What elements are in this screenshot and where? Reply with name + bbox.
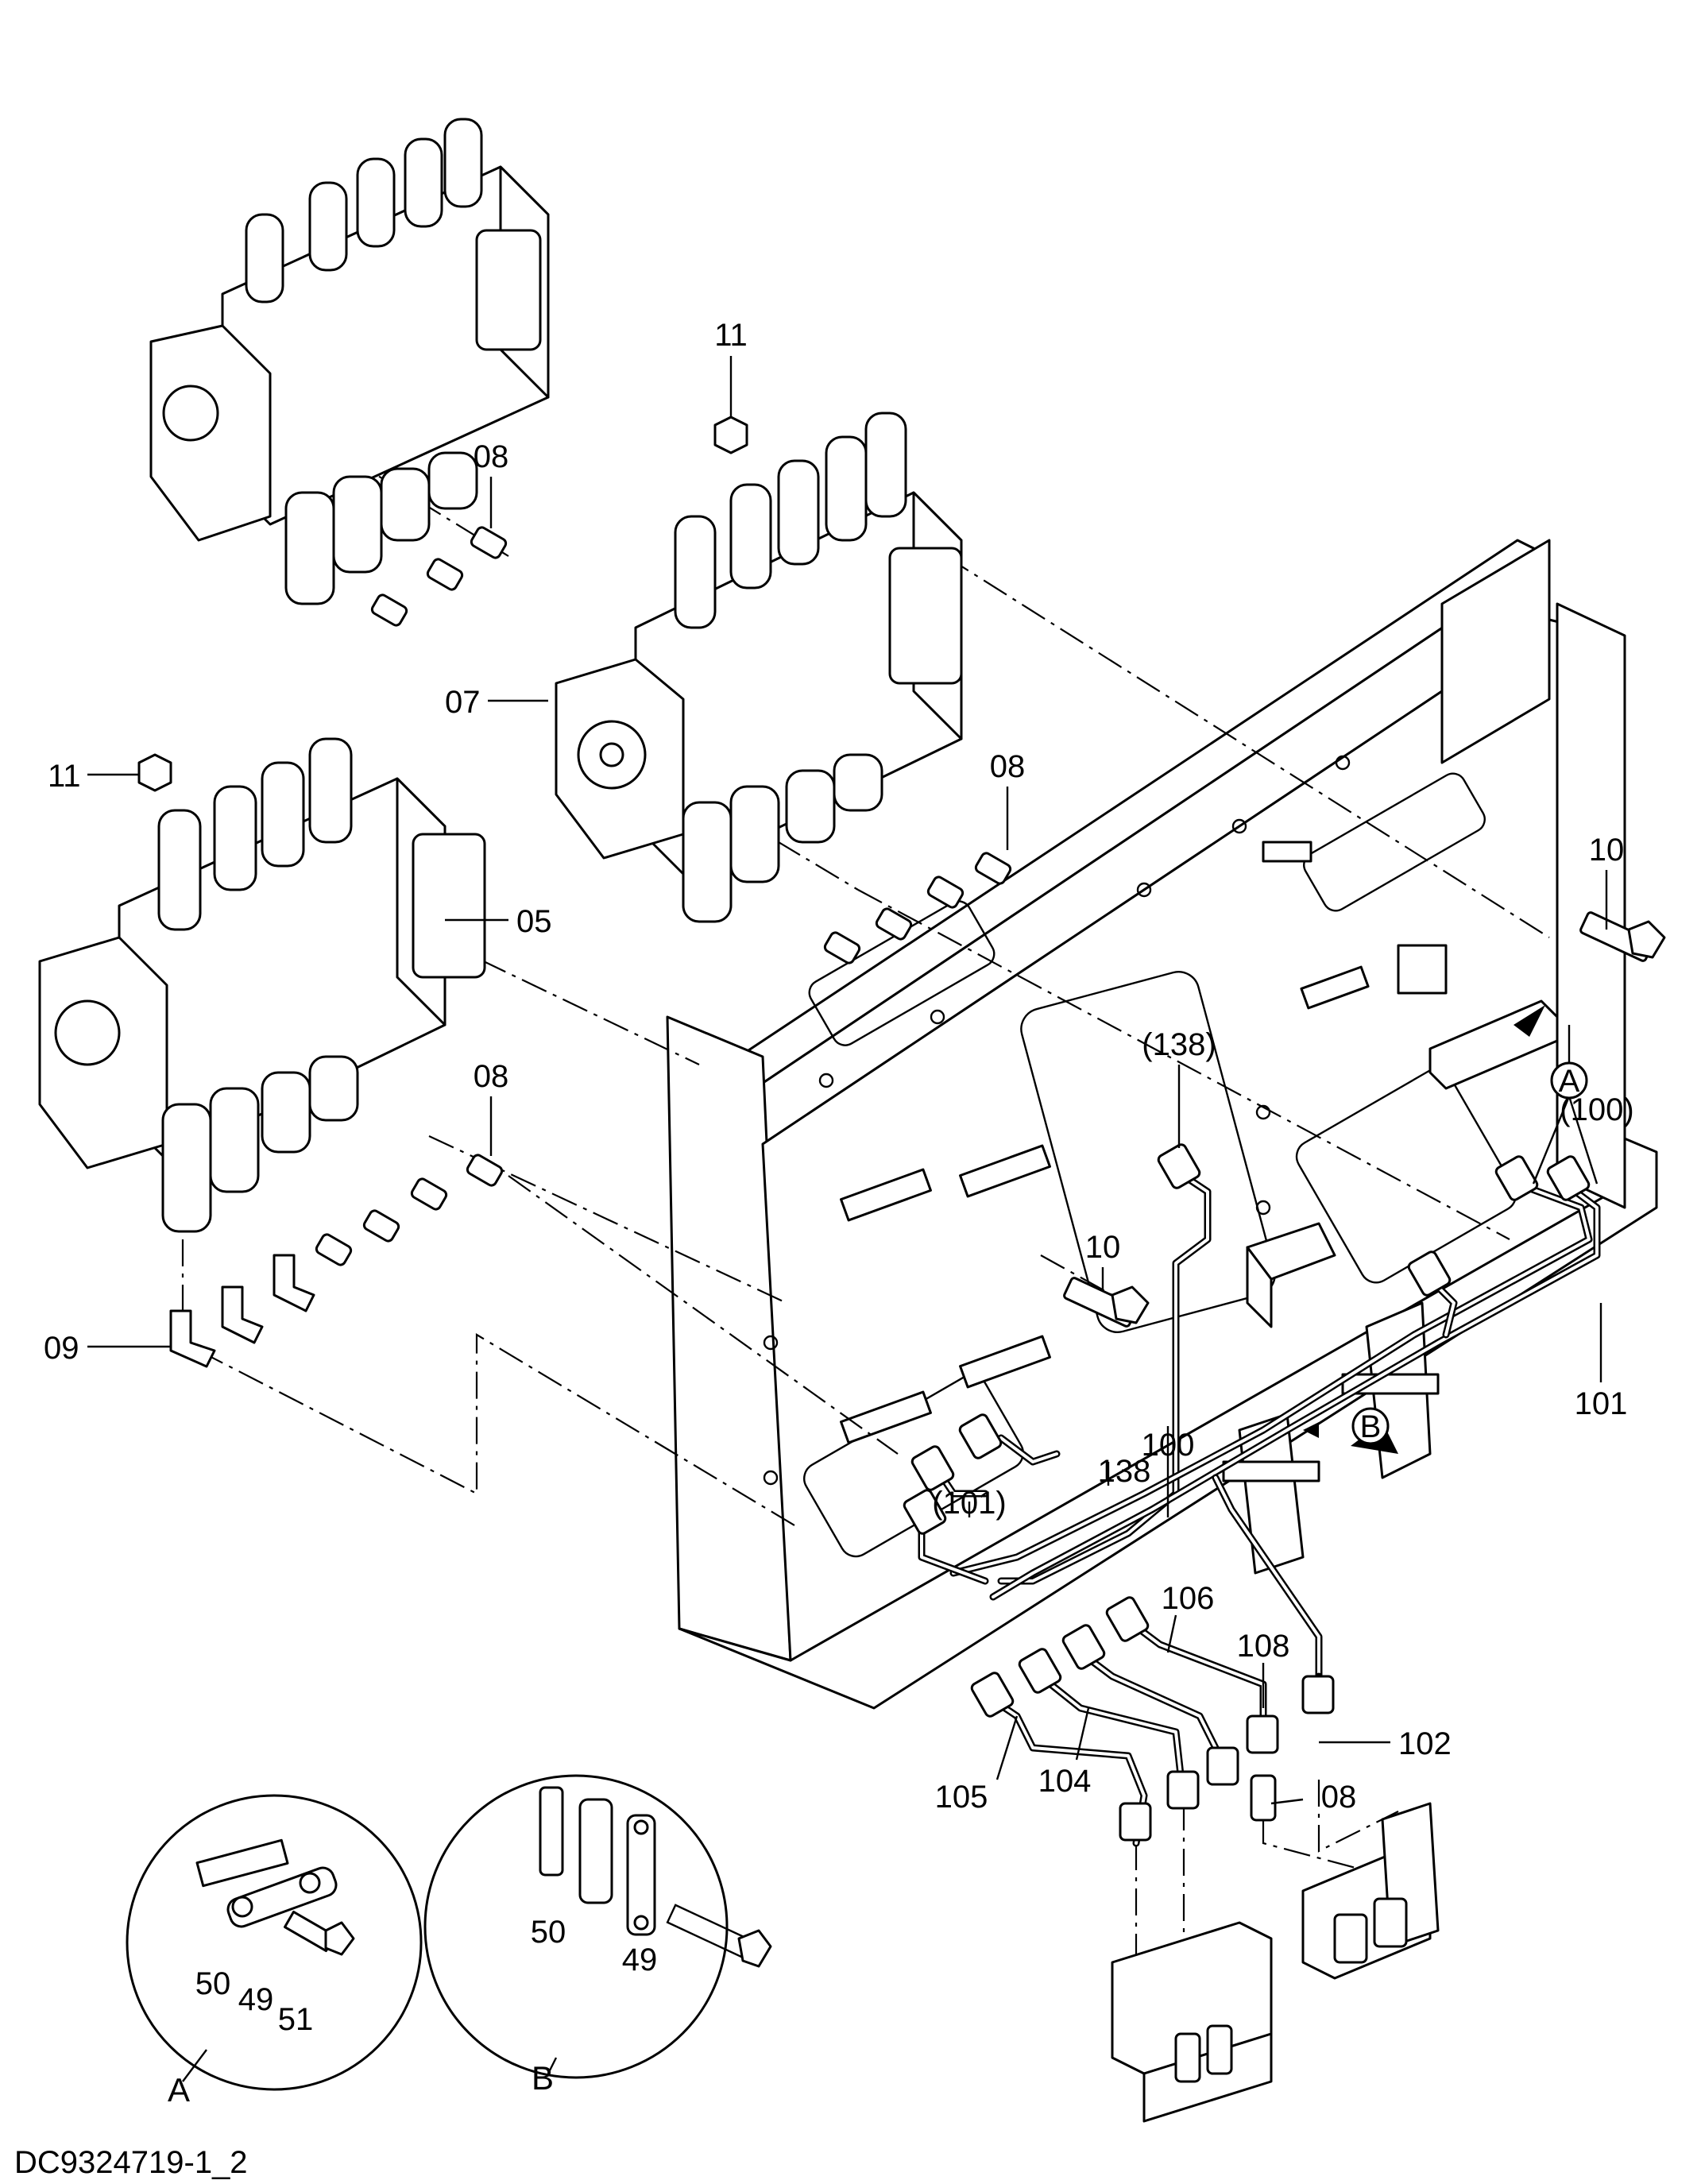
callout-10-right: 10 bbox=[1589, 833, 1625, 868]
callout-105: 105 bbox=[935, 1780, 988, 1815]
marker-arrows bbox=[1303, 1005, 1588, 1454]
callout-100-paren: (100) bbox=[1560, 1092, 1633, 1127]
callout-labels: 11 08 07 08 11 05 10 A (100) (138) 08 10… bbox=[44, 318, 1634, 1815]
detail-circle-b bbox=[423, 1774, 772, 2079]
valve-block-upper-left bbox=[149, 118, 550, 605]
callout-b-marker: B bbox=[1360, 1409, 1382, 1444]
callout-101: 101 bbox=[1575, 1386, 1628, 1421]
callout-05: 05 bbox=[516, 904, 552, 939]
callout-10-mid: 10 bbox=[1085, 1230, 1121, 1265]
leader-lines bbox=[87, 356, 1608, 2082]
detail-b-label-50: 50 bbox=[531, 1915, 566, 1950]
callout-09: 09 bbox=[44, 1331, 79, 1366]
callout-102: 102 bbox=[1398, 1726, 1452, 1761]
callout-101-paren: (101) bbox=[932, 1486, 1006, 1521]
callout-11-left: 11 bbox=[48, 759, 81, 794]
detail-a-label-49: 49 bbox=[238, 1982, 274, 2017]
document-id: DC9324719-1_2 bbox=[14, 2145, 248, 2180]
callout-a-marker: A bbox=[1559, 1064, 1580, 1099]
valve-block-07 bbox=[555, 412, 963, 923]
callout-104: 104 bbox=[1038, 1764, 1092, 1799]
valve-block-05 bbox=[38, 737, 486, 1233]
detail-b-letter: B bbox=[532, 2059, 554, 2097]
detail-a-letter: A bbox=[168, 2071, 190, 2109]
callout-08-top: 08 bbox=[474, 439, 509, 474]
callout-138: 138 bbox=[1098, 1454, 1151, 1489]
callout-08-bottom: 08 bbox=[1321, 1780, 1357, 1815]
bottom-brackets bbox=[1111, 1802, 1440, 2123]
callout-100: 100 bbox=[1142, 1428, 1195, 1463]
callout-106: 106 bbox=[1162, 1581, 1215, 1616]
callout-138-paren: (138) bbox=[1142, 1027, 1216, 1062]
detail-a-label-51: 51 bbox=[278, 2002, 314, 2037]
callout-108: 108 bbox=[1237, 1629, 1290, 1664]
detail-labels: 50 49 51 A 50 49 B bbox=[168, 1915, 657, 2109]
callout-07: 07 bbox=[445, 685, 481, 720]
fittings bbox=[137, 416, 1666, 1368]
callout-08-mid: 08 bbox=[990, 749, 1026, 784]
callout-11-top: 11 bbox=[714, 318, 748, 353]
detail-a-label-50: 50 bbox=[195, 1966, 231, 2001]
pipe-nuts bbox=[903, 1143, 1591, 1842]
main-frame bbox=[666, 539, 1658, 1710]
detail-b-label-49: 49 bbox=[622, 1942, 658, 1977]
detail-circle-a bbox=[126, 1794, 423, 2091]
callout-08-lower: 08 bbox=[474, 1059, 509, 1094]
